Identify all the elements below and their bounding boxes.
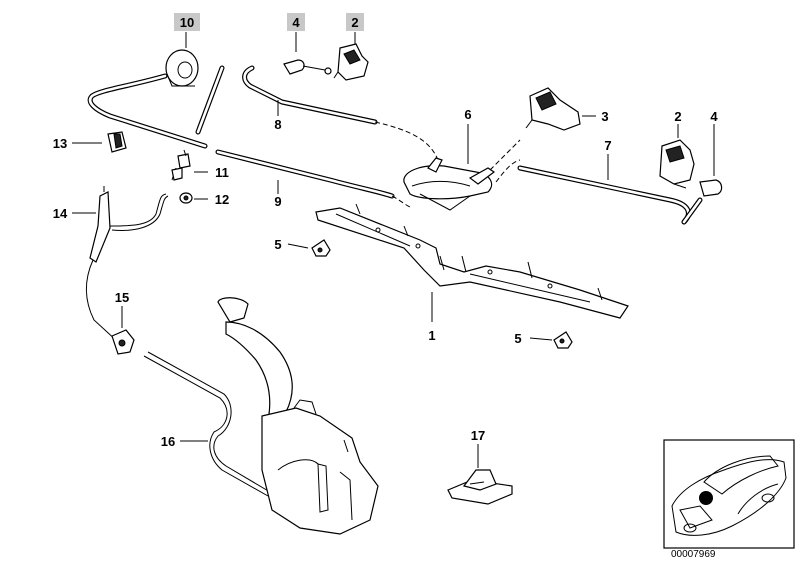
callout-8: 8 bbox=[274, 117, 281, 132]
callout-15: 15 bbox=[115, 290, 129, 305]
callout-1: 1 bbox=[428, 328, 435, 343]
part-14-sensor bbox=[85, 186, 169, 343]
part-10-cap bbox=[165, 49, 199, 87]
vehicle-location-inset: 00007969 bbox=[663, 439, 795, 560]
part-6-nozzle-assembly bbox=[403, 139, 521, 211]
part-2-pump-upper bbox=[333, 43, 369, 81]
callout-7: 7 bbox=[604, 138, 611, 153]
part-1-bracket bbox=[315, 203, 629, 319]
callout-4-upper-text: 4 bbox=[292, 15, 300, 30]
callout-5-left: 5 bbox=[274, 237, 281, 252]
part-2-pump-right bbox=[659, 139, 695, 189]
leader-lines bbox=[72, 32, 715, 468]
part-12-nut bbox=[179, 192, 193, 204]
part-17-clip bbox=[447, 469, 513, 505]
washer-reservoir bbox=[217, 297, 379, 535]
hose-7 bbox=[517, 165, 703, 225]
callout-10-text: 10 bbox=[180, 15, 194, 30]
part-13-clip bbox=[107, 131, 127, 153]
callout-5-right: 5 bbox=[514, 331, 521, 346]
callout-10: 10 bbox=[174, 13, 200, 31]
callout-12: 12 bbox=[215, 192, 229, 207]
callout-14: 14 bbox=[53, 206, 68, 221]
callout-11: 11 bbox=[215, 165, 229, 180]
hose-9 bbox=[215, 149, 413, 209]
callout-17: 17 bbox=[471, 428, 485, 443]
callout-6: 6 bbox=[464, 107, 471, 122]
callout-2-upper-text: 2 bbox=[351, 15, 358, 30]
part-4-elbow-upper bbox=[283, 59, 332, 75]
part-5-clip-left bbox=[311, 239, 331, 257]
location-marker-dot bbox=[699, 491, 713, 505]
callout-2-upper: 2 bbox=[346, 13, 364, 31]
part-3-pump bbox=[525, 87, 581, 131]
callout-13: 13 bbox=[53, 136, 67, 151]
part-15-grommet bbox=[111, 329, 135, 355]
hose-16 bbox=[143, 351, 271, 497]
callout-4-upper: 4 bbox=[287, 13, 305, 31]
part-4-elbow-right bbox=[699, 179, 723, 197]
callout-16: 16 bbox=[161, 434, 175, 449]
part-5-clip-right bbox=[553, 331, 573, 349]
hose-8 bbox=[87, 65, 439, 161]
callout-2-right: 2 bbox=[674, 109, 681, 124]
part-11-valve bbox=[171, 149, 191, 181]
reference-number: 00007969 bbox=[671, 549, 716, 560]
callout-9: 9 bbox=[274, 194, 281, 209]
callout-4-right: 4 bbox=[710, 109, 718, 124]
callout-3: 3 bbox=[601, 109, 608, 124]
